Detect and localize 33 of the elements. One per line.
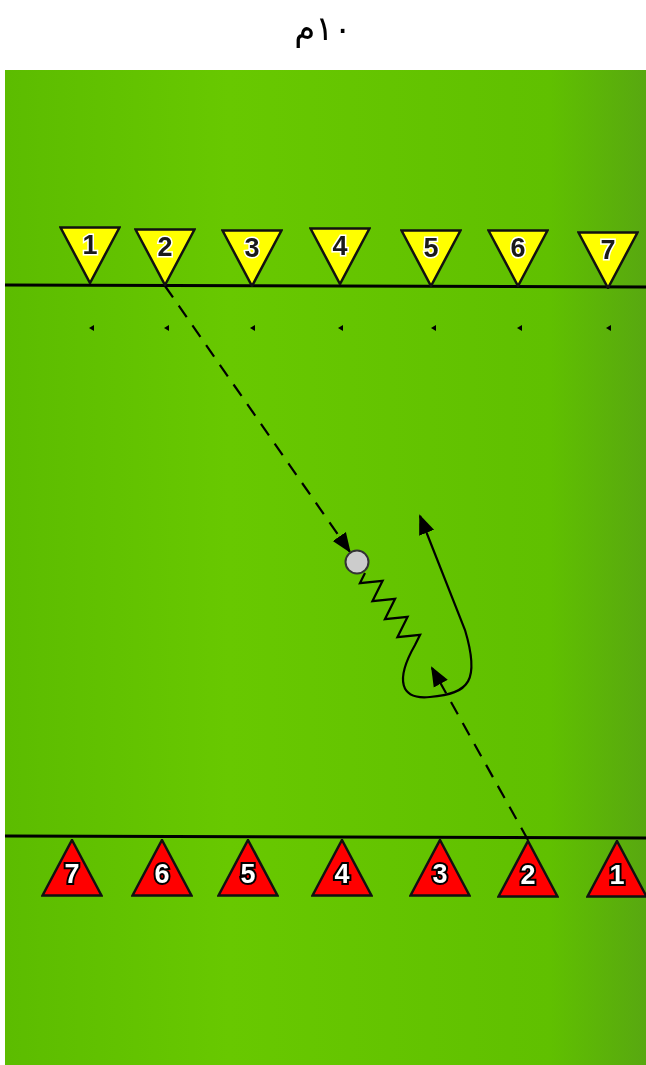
cone-marker — [221, 229, 283, 287]
cone-number: 6 — [153, 859, 171, 890]
cone-number: 4 — [331, 231, 349, 262]
cone-marker — [487, 229, 549, 287]
cone-number: 2 — [519, 860, 537, 891]
cone-marker — [217, 839, 279, 897]
cone-number: 7 — [63, 859, 81, 890]
arrow — [431, 666, 529, 841]
cone-marker — [577, 231, 639, 289]
cone-marker — [586, 840, 646, 898]
cone-marker — [131, 839, 193, 897]
cone-number: 1 — [608, 860, 626, 891]
cone-marker — [311, 839, 373, 897]
cone-marker — [59, 226, 121, 284]
cone-marker — [400, 229, 462, 287]
cone-number: 5 — [422, 233, 440, 264]
arrow — [164, 285, 351, 553]
cone-marker — [134, 228, 196, 286]
cone-marker — [41, 839, 103, 897]
arrow — [358, 514, 473, 699]
cone-marker — [409, 839, 471, 897]
cone-marker — [497, 840, 559, 898]
cone-number: 7 — [599, 235, 617, 266]
cone-number: 2 — [156, 232, 174, 263]
cone-number: 3 — [243, 233, 261, 264]
cone-number: 3 — [431, 859, 449, 890]
cone-number: 1 — [81, 230, 99, 261]
cone-number: 5 — [239, 859, 257, 890]
cone-number: 4 — [333, 859, 351, 890]
ball — [344, 549, 370, 575]
cone-number: 6 — [509, 233, 527, 264]
cone-marker — [309, 227, 371, 285]
title: ١٠م — [294, 8, 352, 48]
